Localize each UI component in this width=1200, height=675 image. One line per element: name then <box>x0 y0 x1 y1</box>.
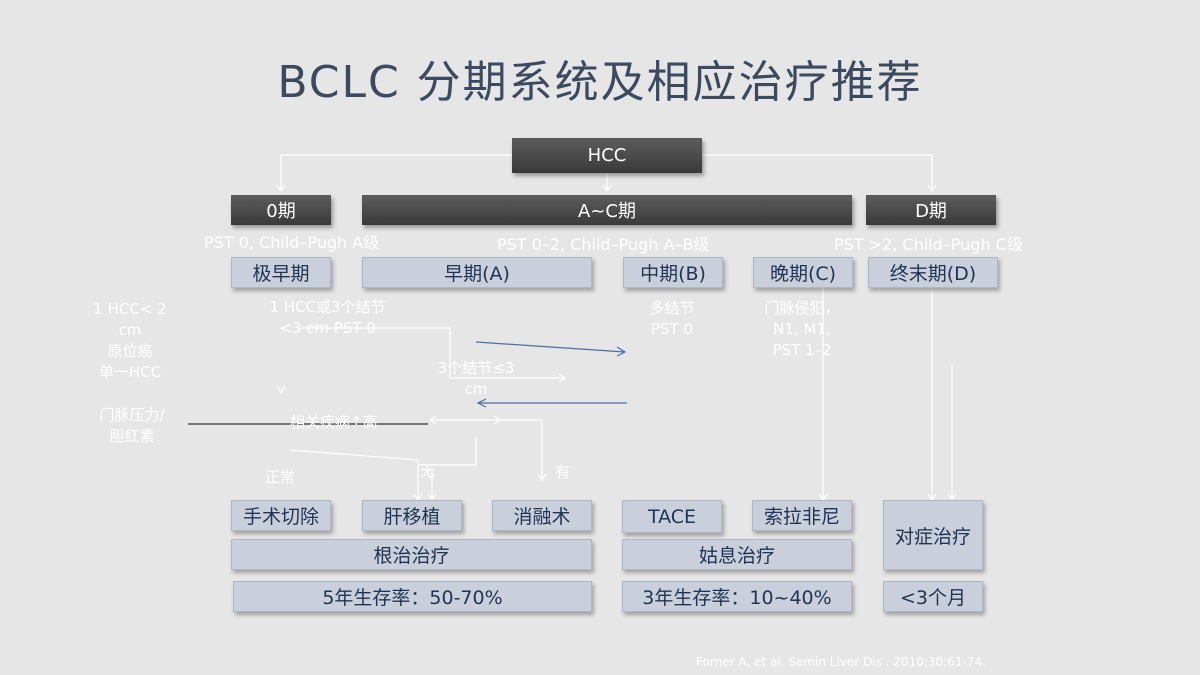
arrow-no <box>417 437 477 500</box>
arrow-hcc-to-sd <box>702 154 933 190</box>
intermediate-box: 中期(B) <box>623 257 723 288</box>
page-title: BCLC 分期系统及相应治疗推荐 <box>277 57 923 108</box>
no-label: 无 <box>420 462 436 480</box>
hcc-box: HCC <box>512 138 702 173</box>
white-arrows <box>276 154 957 502</box>
arrow-hcc-to-s0 <box>280 154 512 190</box>
blue-arrows <box>475 341 627 408</box>
stage-d-box: D期 <box>866 195 996 225</box>
nodes-criteria: 3个结节≤3 cm <box>437 359 515 398</box>
early-box: 早期(A) <box>362 257 592 288</box>
ablation-box: 消融术 <box>492 500 592 531</box>
pst-d-label: PST >2, Child–Pugh C级 <box>834 235 1023 254</box>
palliative-survival-box: 3年生存率：10~40% <box>622 581 852 612</box>
curative-box: 根治治疗 <box>231 539 592 570</box>
stage-0-box: 0期 <box>231 195 331 225</box>
advanced-box: 晚期(C) <box>753 257 853 288</box>
normal-label: 正常 <box>265 468 296 486</box>
very-early-box: 极早期 <box>231 257 331 288</box>
yes-label: 有 <box>555 463 571 481</box>
portal-pressure-criteria: 门脉压力/ 胆红素 <box>99 406 165 445</box>
very-early-criteria: 1 HCC< 2 cm 原位癌 单一HCC <box>93 300 167 381</box>
palliative-box: 姑息治疗 <box>622 539 852 570</box>
tace-box: TACE <box>622 500 722 533</box>
sorafenib-box: 索拉非尼 <box>752 500 852 531</box>
arrow-normal <box>289 449 419 470</box>
advanced-criteria: 门脉侵犯， N1, M1, PST 1–2 <box>764 299 840 359</box>
curative-survival-box: 5年生存率：50-70% <box>233 581 592 612</box>
symptomatic-box: 对症治疗 <box>883 500 983 570</box>
resection-box: 手术切除 <box>231 500 331 531</box>
disease-label: 相关疾病↑高 <box>290 413 378 431</box>
stage-ac-box: A~C期 <box>362 195 852 225</box>
transplant-box: 肝移植 <box>362 500 462 531</box>
intermediate-criteria: 多结节 PST 0 <box>649 299 695 338</box>
early-criteria: 1 HCC或3个结节 <3 cm PST 0 <box>269 298 386 337</box>
pst-ac-label: PST 0–2, Child–Pugh A–B级 <box>497 235 710 254</box>
terminal-box: 终末期(D) <box>868 257 998 288</box>
terminal-survival-box: <3个月 <box>883 581 983 612</box>
pst-0-label: PST 0, Child–Pugh A级 <box>204 233 380 252</box>
arrow-nodes <box>300 327 565 379</box>
arrow-yes <box>500 419 543 480</box>
citation: Forner A, et al. Semin Liver Dis . 2010;… <box>696 655 986 669</box>
